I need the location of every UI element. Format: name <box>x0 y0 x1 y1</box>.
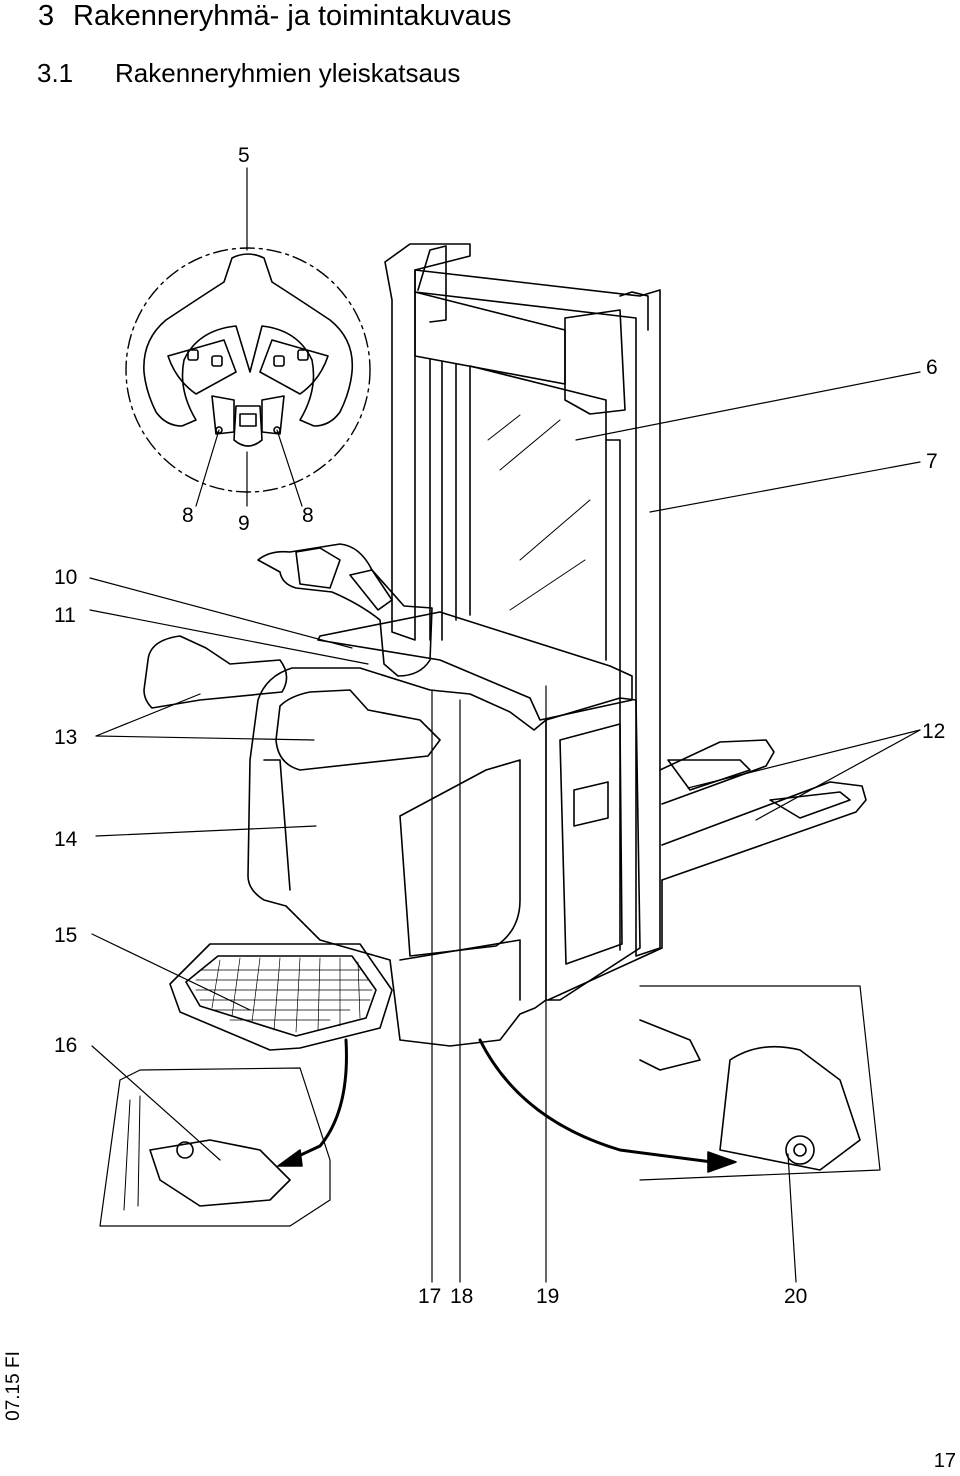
callout-12: 12 <box>922 720 945 743</box>
section-number: 3 <box>38 0 55 32</box>
section-heading: 3 Rakenneryhmä- ja toimintakuvaus <box>0 0 511 33</box>
callout-16: 16 <box>54 1034 77 1057</box>
callout-7: 7 <box>926 450 938 473</box>
subsection-title: Rakenneryhmien yleiskatsaus <box>115 58 461 88</box>
callout-8-right: 8 <box>302 504 314 527</box>
callout-19: 19 <box>536 1285 559 1308</box>
subsection-number: 3.1 <box>37 58 74 88</box>
callout-20: 20 <box>784 1285 807 1308</box>
step-platform <box>169 943 393 1051</box>
section-title: Rakenneryhmä- ja toimintakuvaus <box>73 0 512 32</box>
wheel-detail-view <box>478 985 881 1181</box>
callout-5: 5 <box>238 144 250 167</box>
forks <box>547 739 867 1001</box>
callout-11: 11 <box>54 604 76 627</box>
callout-14: 14 <box>54 828 78 851</box>
leader-lines <box>89 167 921 1283</box>
callout-15: 15 <box>54 924 77 947</box>
arm-rests <box>143 635 441 771</box>
chassis <box>247 611 641 1047</box>
tiller <box>257 543 433 677</box>
callout-17: 17 <box>418 1285 441 1308</box>
callout-6: 6 <box>926 356 938 379</box>
date-code: 07.15 FI <box>3 1351 24 1421</box>
callout-10: 10 <box>54 566 77 589</box>
callout-18: 18 <box>450 1285 473 1308</box>
callout-13: 13 <box>54 726 77 749</box>
page-number: 17 <box>933 1450 956 1472</box>
callout-9: 9 <box>238 512 250 535</box>
callout-8-left: 8 <box>182 504 194 527</box>
mast <box>384 243 661 957</box>
battery-detail-view <box>99 1038 348 1227</box>
subsection-heading: 3.1 Rakenneryhmien yleiskatsaus <box>0 58 460 89</box>
handle-detail-view <box>125 247 371 493</box>
